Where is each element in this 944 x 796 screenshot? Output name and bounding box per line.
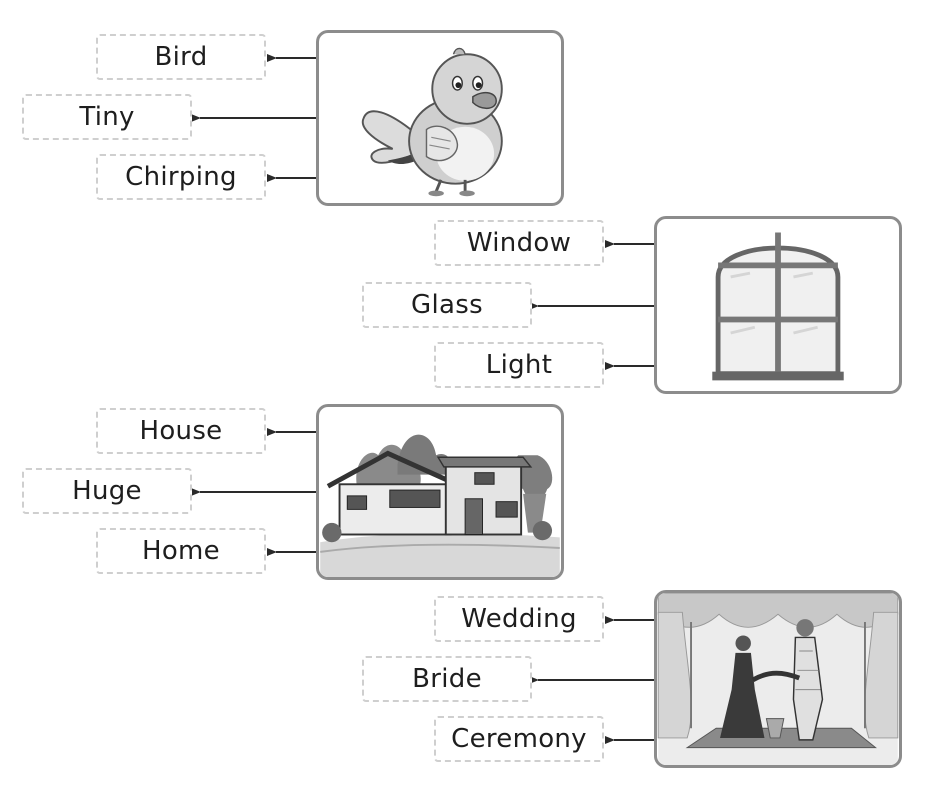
wedding-icon bbox=[657, 593, 899, 765]
word-label-bird: Bird bbox=[96, 34, 266, 80]
word-label-house: House bbox=[96, 408, 266, 454]
word-label-tiny: Tiny bbox=[22, 94, 192, 140]
bird-picture bbox=[316, 30, 564, 206]
bird-icon bbox=[361, 47, 503, 197]
word-label-light: Light bbox=[434, 342, 604, 388]
house-icon bbox=[320, 434, 560, 577]
window-picture bbox=[654, 216, 902, 394]
word-label-wedding: Wedding bbox=[434, 596, 604, 642]
word-label-home: Home bbox=[96, 528, 266, 574]
house-picture bbox=[316, 404, 564, 580]
word-label-ceremony: Ceremony bbox=[434, 716, 604, 762]
word-label-window: Window bbox=[434, 220, 604, 266]
wedding-picture bbox=[654, 590, 902, 768]
word-label-huge: Huge bbox=[22, 468, 192, 514]
word-label-glass: Glass bbox=[362, 282, 532, 328]
word-label-bride: Bride bbox=[362, 656, 532, 702]
window-icon bbox=[712, 232, 844, 381]
word-label-chirping: Chirping bbox=[96, 154, 266, 200]
